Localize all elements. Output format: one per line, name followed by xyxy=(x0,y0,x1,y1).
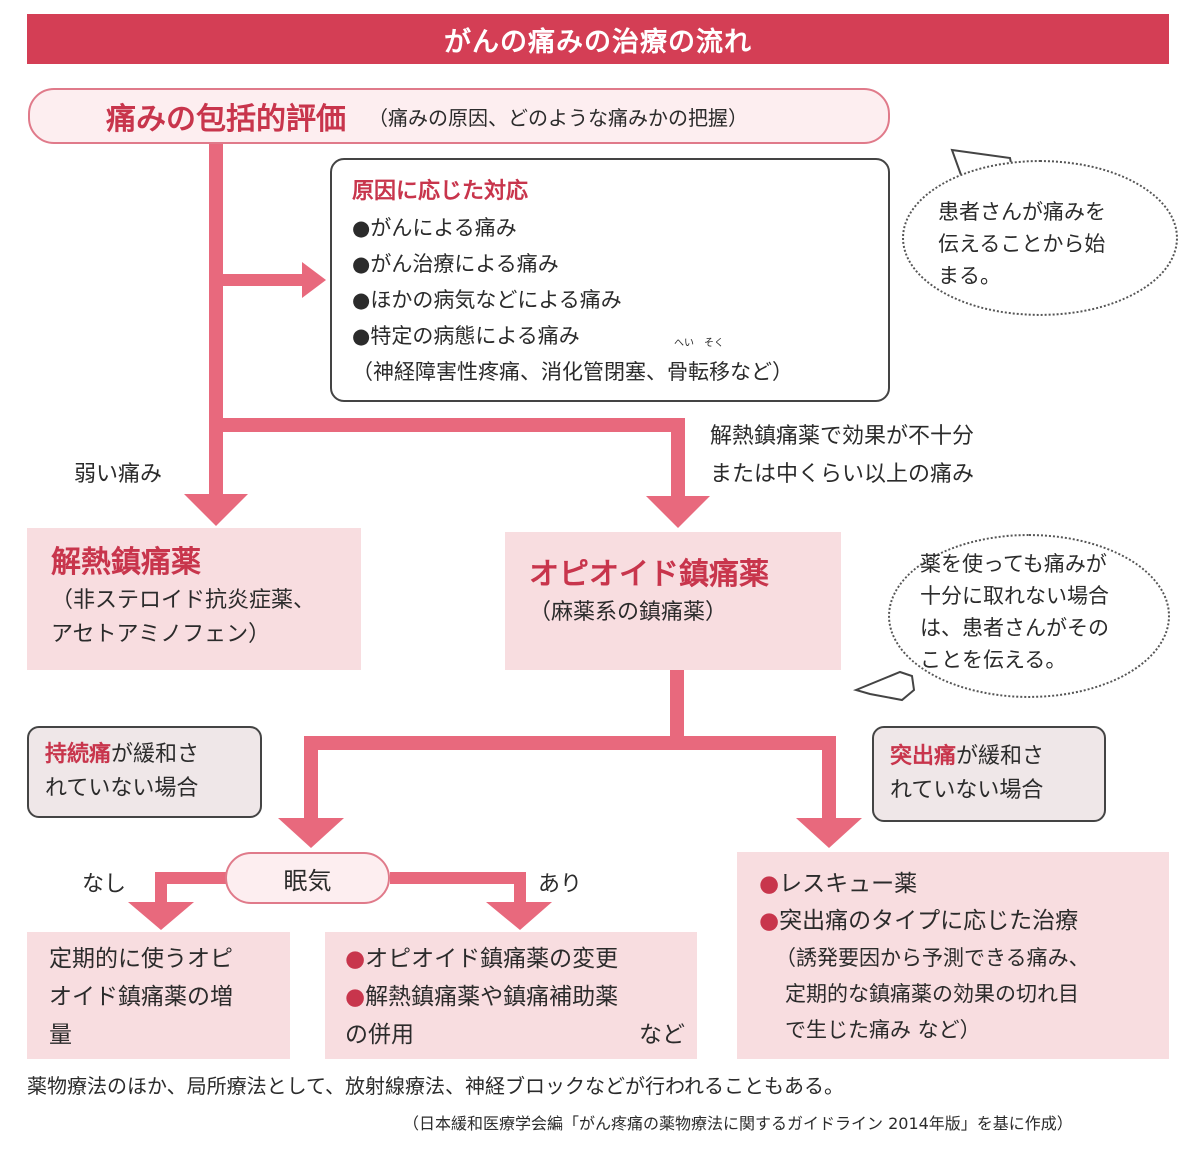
breakthrough-pain-text: が緩和さ xyxy=(956,744,1045,769)
increase-opioid-box: 定期的に使うオピ オイド鎮痛薬の増 量 xyxy=(27,932,290,1059)
assessment-subtitle: （痛みの原因、どのような痛みかの把握） xyxy=(368,105,748,130)
page-title: がんの痛みの治療の流れ xyxy=(27,14,1169,64)
rescue-item: レスキュー薬 xyxy=(779,871,918,897)
cause-item: ●特定の病態による痛み xyxy=(352,324,580,348)
bubble-line: 伝えることから始 xyxy=(938,232,1106,256)
change-item-cont: の併用 xyxy=(345,1022,414,1048)
cause-item: ●がん治療による痛み xyxy=(352,252,559,276)
rescue-detail: で生じた痛み など） xyxy=(785,1018,981,1042)
assessment-box: 痛みの包括的評価 （痛みの原因、どのような痛みかの把握） xyxy=(28,88,890,144)
bubble-line: まる。 xyxy=(938,264,1001,288)
opioid-subtitle: （麻薬系の鎮痛薬） xyxy=(529,600,728,625)
cause-item: ●ほかの病気などによる痛み xyxy=(352,288,622,312)
no-label: なし xyxy=(82,872,127,897)
rescue-detail: 定期的な鎮痛薬の効果の切れ目 xyxy=(785,982,1079,1006)
bullet-icon: ● xyxy=(345,984,366,1010)
persistent-pain-text-2: れていない場合 xyxy=(45,776,199,801)
pointing-hand-icon-2 xyxy=(852,670,916,702)
bullet-icon: ● xyxy=(345,946,366,972)
nsaid-box: 解熱鎮痛薬 （非ステロイド抗炎症薬、 アセトアミノフェン） xyxy=(27,528,361,670)
increase-opioid-line: 量 xyxy=(49,1022,72,1048)
increase-opioid-line: オイド鎮痛薬の増 xyxy=(49,984,233,1010)
bubble-line: は、患者さんがその xyxy=(920,616,1109,640)
breakthrough-pain-text-2: れていない場合 xyxy=(890,778,1044,803)
breakthrough-pain-term: 突出痛 xyxy=(890,744,957,769)
breakthrough-pain-box: 突出痛が緩和さ れていない場合 xyxy=(872,726,1106,822)
bullet-icon: ● xyxy=(759,908,780,934)
yes-label: あり xyxy=(538,872,583,897)
bubble-line: ことを伝える。 xyxy=(920,648,1067,672)
rescue-box: ●レスキュー薬 ●突出痛のタイプに応じた治療 （誘発要因から予測できる痛み、 定… xyxy=(737,852,1169,1059)
strong-pain-line: または中くらい以上の痛み xyxy=(710,462,975,487)
nsaid-heading: 解熱鎮痛薬 xyxy=(51,545,201,580)
speech-bubble-middle: 薬を使っても痛みが 十分に取れない場合 は、患者さんがその ことを伝える。 xyxy=(888,534,1170,698)
rescue-item: 突出痛のタイプに応じた治療 xyxy=(779,908,1079,934)
opioid-heading: オピオイド鎮痛薬 xyxy=(529,557,769,592)
cause-ruby: へい そく xyxy=(674,338,724,349)
cause-note: （神経障害性疼痛、消化管閉塞、骨転移など） xyxy=(352,360,793,384)
strong-pain-line: 解熱鎮痛薬で効果が不十分 xyxy=(710,424,975,449)
nsaid-line: （非ステロイド抗炎症薬、 xyxy=(51,588,316,613)
opioid-box: オピオイド鎮痛薬 （麻薬系の鎮痛薬） xyxy=(505,532,841,670)
strong-pain-label: 解熱鎮痛薬で効果が不十分 または中くらい以上の痛み xyxy=(710,418,974,494)
bubble-line: 患者さんが痛みを xyxy=(938,200,1106,224)
change-item: 解熱鎮痛薬や鎮痛補助薬 xyxy=(365,984,619,1010)
change-item: オピオイド鎮痛薬の変更 xyxy=(365,946,619,972)
cause-item: ●がんによる痛み xyxy=(352,216,517,240)
persistent-pain-term: 持続痛 xyxy=(45,742,112,767)
source-citation: （日本緩和医療学会編「がん疼痛の薬物療法に関するガイドライン 2014年版」を基… xyxy=(403,1114,1073,1133)
nsaid-line: アセトアミノフェン） xyxy=(51,622,271,647)
cause-heading: 原因に応じた対応 xyxy=(352,179,529,204)
speech-bubble-top: 患者さんが痛みを 伝えることから始 まる。 xyxy=(902,160,1178,316)
increase-opioid-line: 定期的に使うオピ xyxy=(49,946,233,972)
bubble-line: 十分に取れない場合 xyxy=(920,584,1109,608)
change-opioid-box: ●オピオイド鎮痛薬の変更 ●解熱鎮痛薬や鎮痛補助薬 の併用など xyxy=(325,932,697,1059)
cause-response-box: 原因に応じた対応 ●がんによる痛み ●がん治療による痛み ●ほかの病気などによる… xyxy=(330,158,890,402)
persistent-pain-box: 持続痛が緩和さ れていない場合 xyxy=(27,726,262,818)
rescue-detail: （誘発要因から予測できる痛み、 xyxy=(775,946,1090,970)
assessment-heading: 痛みの包括的評価 xyxy=(106,102,346,137)
persistent-pain-text: が緩和さ xyxy=(111,742,200,767)
bullet-icon: ● xyxy=(759,871,780,897)
weak-pain-label: 弱い痛み xyxy=(74,462,163,487)
footer-note: 薬物療法のほか、局所療法として、放射線療法、神経ブロックなどが行われることもある… xyxy=(27,1074,844,1098)
change-etc: など xyxy=(639,1022,685,1048)
drowsiness-node: 眠気 xyxy=(225,852,390,904)
bubble-line: 薬を使っても痛みが xyxy=(920,552,1107,576)
